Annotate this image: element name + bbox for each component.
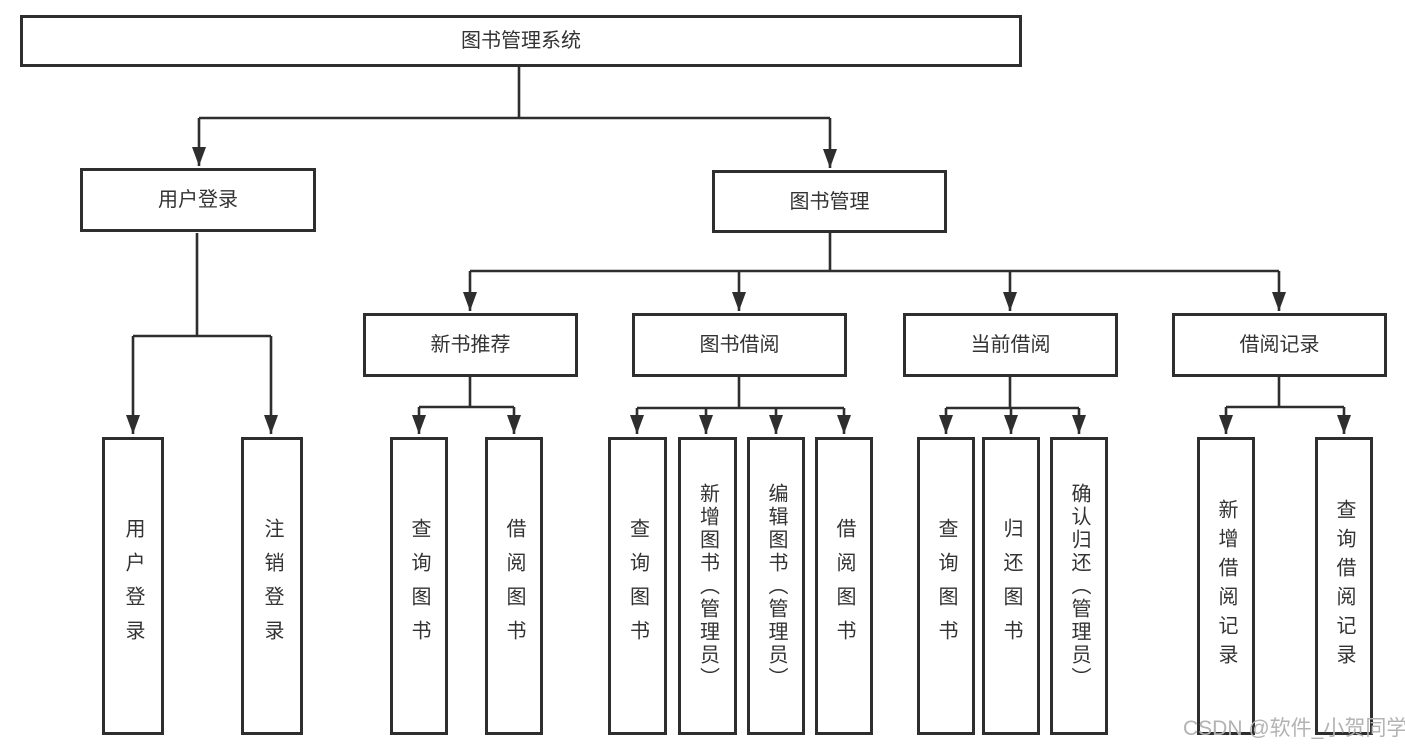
arrowhead-icon bbox=[1337, 415, 1351, 434]
leaf-edit-books-admin: 编辑图书（管理员） bbox=[747, 437, 805, 735]
arrowhead-icon bbox=[126, 415, 140, 434]
arrowhead-icon bbox=[507, 415, 521, 434]
leaf-logout: 注销登录 bbox=[241, 437, 303, 735]
node-label: 图书管理 bbox=[789, 190, 870, 213]
node-label: 图书管理系统 bbox=[461, 30, 581, 52]
leaf-query-books-current: 查询图书 bbox=[917, 437, 975, 735]
arrowhead-icon bbox=[1219, 415, 1233, 434]
leaf-add-borrow-record: 新增借阅记录 bbox=[1197, 437, 1255, 735]
connector-new-book bbox=[419, 377, 514, 409]
leaf-confirm-return-admin: 确认归还（管理员） bbox=[1050, 437, 1108, 735]
node-label: 用户登录 bbox=[158, 189, 238, 211]
node-root-library-system: 图书管理系统 bbox=[20, 15, 1022, 67]
node-label: 借阅记录 bbox=[1239, 334, 1320, 356]
arrowhead-icon bbox=[412, 415, 426, 434]
arrowhead-icon bbox=[630, 415, 644, 434]
node-label: 借阅图书 bbox=[833, 518, 855, 654]
arrowhead-icon bbox=[264, 415, 278, 434]
arrowhead-icon bbox=[769, 415, 783, 434]
node-label: 新书推荐 bbox=[430, 334, 511, 356]
leaf-query-books-recommend: 查询图书 bbox=[390, 437, 448, 735]
arrowhead-icon bbox=[732, 292, 746, 311]
node-label: 确认归还（管理员） bbox=[1068, 482, 1090, 690]
arrowhead-icon bbox=[1003, 292, 1017, 311]
connector-user-login bbox=[133, 233, 271, 338]
connector-root bbox=[199, 67, 830, 120]
leaf-add-books-admin: 新增图书（管理员） bbox=[678, 437, 737, 735]
watermark-text: CSDN @软件_小贺同学 bbox=[1183, 717, 1405, 740]
node-label: 编辑图书（管理员） bbox=[765, 482, 787, 690]
node-label: 新增借阅记录 bbox=[1215, 499, 1237, 673]
node-label: 查询借阅记录 bbox=[1333, 499, 1355, 673]
node-label: 归还图书 bbox=[1000, 518, 1022, 654]
arrowhead-icon bbox=[1004, 415, 1018, 434]
connector-borrowing-records bbox=[1226, 377, 1344, 409]
leaf-user-login: 用户登录 bbox=[102, 437, 164, 735]
node-label: 用户登录 bbox=[122, 518, 144, 654]
arrowhead-icon bbox=[1272, 292, 1286, 311]
leaf-query-borrow-record: 查询借阅记录 bbox=[1315, 437, 1373, 735]
arrowhead-icon bbox=[192, 147, 206, 166]
node-label: 查询图书 bbox=[408, 518, 430, 654]
connector-book-management bbox=[470, 233, 1279, 273]
node-new-book-recommendation: 新书推荐 bbox=[363, 313, 578, 377]
node-book-management: 图书管理 bbox=[712, 170, 947, 233]
node-label: 当前借阅 bbox=[970, 334, 1051, 356]
node-label: 图书借阅 bbox=[699, 334, 780, 356]
connector-current-borrowing bbox=[946, 377, 1079, 410]
arrowhead-icon bbox=[699, 415, 713, 434]
arrowhead-icon bbox=[463, 292, 477, 311]
node-label: 借阅图书 bbox=[503, 518, 525, 654]
arrowhead-icon bbox=[823, 149, 837, 168]
arrowhead-icon bbox=[1072, 415, 1086, 434]
node-user-login: 用户登录 bbox=[80, 168, 316, 232]
node-label: 新增图书（管理员） bbox=[696, 482, 719, 690]
node-label: 注销登录 bbox=[261, 518, 283, 654]
leaf-borrow-books-recommend: 借阅图书 bbox=[485, 437, 543, 735]
arrowhead-icon bbox=[939, 415, 953, 434]
node-borrowing-records: 借阅记录 bbox=[1172, 313, 1387, 377]
node-label: 查询图书 bbox=[626, 518, 649, 654]
leaf-borrow-books: 借阅图书 bbox=[815, 437, 873, 735]
connector-book-borrowing bbox=[637, 377, 844, 410]
node-current-borrowing: 当前借阅 bbox=[903, 313, 1118, 377]
node-label: 查询图书 bbox=[935, 518, 957, 654]
node-book-borrowing: 图书借阅 bbox=[632, 313, 847, 377]
leaf-query-books-borrowing: 查询图书 bbox=[608, 437, 667, 735]
leaf-return-books: 归还图书 bbox=[982, 437, 1040, 735]
arrowhead-icon bbox=[837, 415, 851, 434]
